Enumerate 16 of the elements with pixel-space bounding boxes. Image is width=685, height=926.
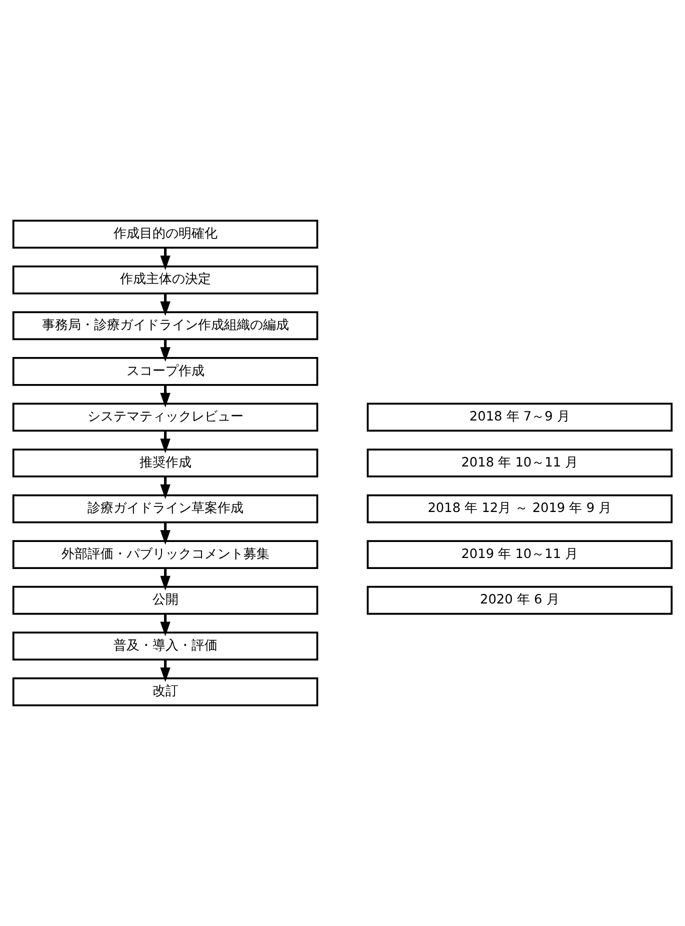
node-box: 作成目的の明確化	[12, 220, 318, 249]
node-box: 診療ガイドライン草案作成	[12, 494, 318, 524]
node-box: 普及・導入・評価	[12, 632, 318, 660]
node-box: 推奨作成	[12, 448, 318, 478]
node-box: 2020 年 6 月	[366, 586, 673, 615]
node-box: 外部評価・パブリックコメント募集	[12, 540, 318, 569]
node-box: 2018 年 10～11 月	[366, 448, 673, 478]
node-box: システマティックレビュー	[12, 402, 318, 432]
node-box: スコープ作成	[12, 357, 318, 386]
node-box: 改訂	[12, 677, 318, 706]
node-box: 公開	[12, 586, 318, 615]
node-box: 作成主体の決定	[12, 266, 318, 294]
node-box: 2018 年 7～9 月	[366, 402, 673, 432]
node-box: 2019 年 10～11 月	[366, 540, 673, 569]
node-box: 事務局・診療ガイドライン作成組織の編成	[12, 311, 318, 340]
node-box: 2018 年 12月 ～ 2019 年 9 月	[366, 494, 673, 524]
